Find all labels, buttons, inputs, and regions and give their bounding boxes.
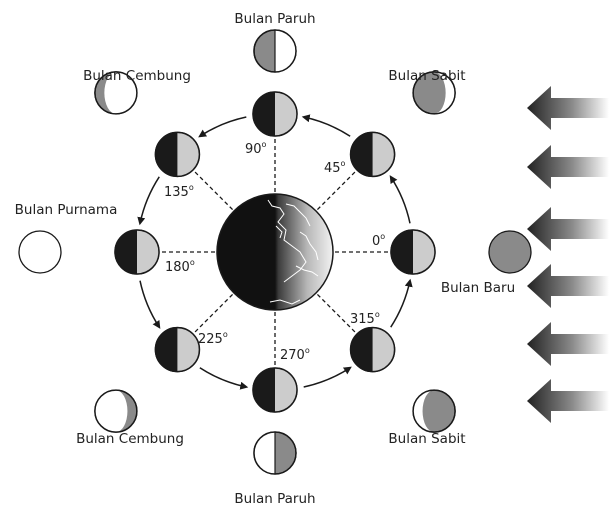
radial-line-1 <box>316 170 357 211</box>
orbit-arrow-0 <box>389 175 411 224</box>
phase-label-225: Bulan Cembung <box>76 431 184 447</box>
orbit-moon-135 <box>154 131 201 178</box>
radial-line-5 <box>193 293 234 334</box>
phase-moon-90 <box>253 29 297 73</box>
angle-labels: 0o 45o 90o 135o 180o 225o 270o 315o <box>164 140 385 363</box>
phase-moon-0 <box>488 230 532 274</box>
orbit-path <box>137 114 413 390</box>
angle-label-315: 315o <box>350 310 380 327</box>
orbit-arrow-3 <box>137 176 160 226</box>
phase-label-315: Bulan Sabit <box>388 431 465 447</box>
orbit-arrow-2 <box>198 116 247 138</box>
continent-outline <box>267 199 319 305</box>
phase-moon-225 <box>94 389 138 433</box>
orbit-moon-0 <box>390 229 436 275</box>
orbit-arrow-6 <box>303 366 352 388</box>
sunlight-arrow-icon <box>527 264 609 308</box>
sunlight-arrow-icon <box>527 145 609 189</box>
angle-label-270: 270o <box>280 346 310 363</box>
phase-label-270: Bulan Paruh <box>234 491 315 507</box>
orbit-arrow-5 <box>199 367 249 390</box>
phase-label-0: Bulan Baru <box>441 280 515 296</box>
orbit-moon-45 <box>349 131 396 178</box>
orbit-arrow-7 <box>390 278 413 328</box>
sunlight-arrow-icon <box>527 379 609 423</box>
angle-label-45: 45o <box>324 159 346 176</box>
orbit-arrow-4 <box>139 280 161 329</box>
sunlight-arrows <box>527 86 609 423</box>
angle-label-225: 225o <box>198 330 228 347</box>
phase-moon-315 <box>412 389 456 433</box>
orbit-moons <box>114 91 436 413</box>
angle-label-135: 135o <box>164 183 194 200</box>
earth <box>216 193 334 311</box>
angle-label-180: 180o <box>165 258 195 275</box>
phase-label-90: Bulan Paruh <box>234 11 315 27</box>
radial-lines <box>160 137 390 367</box>
radial-line-3 <box>193 170 234 211</box>
earth-globe-icon <box>216 193 334 311</box>
phase-moon-180 <box>18 230 62 274</box>
phase-moon-270 <box>253 431 297 475</box>
phase-moon-135 <box>94 71 138 115</box>
sunlight-arrow-icon <box>527 207 609 251</box>
orbit-moon-90 <box>252 91 298 137</box>
phase-moon-45 <box>412 71 456 115</box>
phase-label-180: Bulan Purnama <box>15 202 118 218</box>
orbit-arrow-1 <box>301 114 351 137</box>
angle-label-0: 0o <box>372 232 385 249</box>
orbit-moon-180 <box>114 229 160 275</box>
radial-line-7 <box>316 293 357 334</box>
phase-label-135: Bulan Cembung <box>83 68 191 84</box>
phase-label-45: Bulan Sabit <box>388 68 465 84</box>
angle-label-90: 90o <box>245 140 267 157</box>
orbit-moon-270 <box>252 367 298 413</box>
sunlight-arrow-icon <box>527 86 609 130</box>
orbit-moon-315 <box>349 326 396 373</box>
sunlight-arrow-icon <box>527 322 609 366</box>
orbit-moon-225 <box>154 326 201 373</box>
observed-moons <box>18 29 532 475</box>
